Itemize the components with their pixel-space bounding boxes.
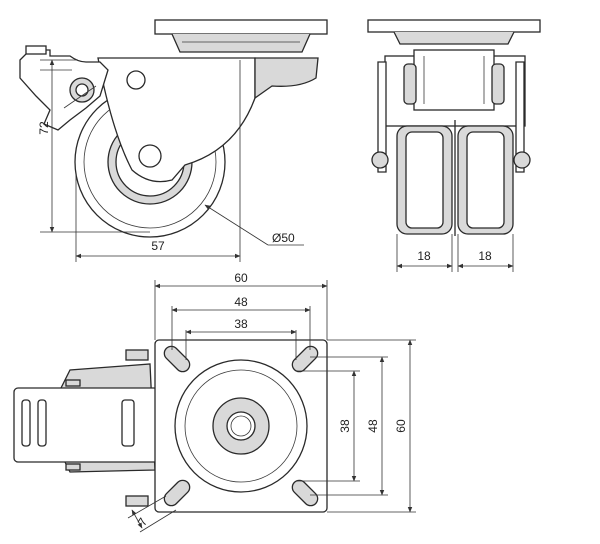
dim-label-hole-spacing-38-vertical: 38: [338, 419, 352, 433]
side-view: 72 57 Ø50: [19, 19, 328, 262]
top-view-hole-top-right: [291, 345, 319, 373]
top-view-hole-bottom-left: [163, 479, 191, 507]
top-view: 60 48 38 60 48 38 7: [13, 271, 416, 533]
dim-label-hole-spacing-48: 48: [234, 295, 248, 309]
front-view-top-plate: [367, 19, 541, 33]
dim-label-wheel-diameter: Ø50: [272, 231, 295, 245]
side-view-swivel-head: [171, 33, 311, 53]
side-view-axle: [138, 144, 162, 168]
front-view-left-knuckle: [403, 63, 417, 105]
dim-label-hole-spacing-48-vertical: 48: [366, 419, 380, 433]
top-view-brake-pedal: [13, 387, 159, 463]
dim-label-plate-width-60: 60: [234, 271, 248, 285]
top-view-hole-bottom-right: [291, 479, 319, 507]
dim-label-wheel-width-right: 18: [478, 249, 492, 263]
dim-label-slot-width-7: 7: [135, 515, 151, 528]
dim-label-wheel-width-left: 18: [417, 249, 431, 263]
dim-label-height-72: 72: [37, 121, 51, 135]
top-view-hole-top-left: [163, 345, 191, 373]
dim-label-hole-spacing-38: 38: [234, 317, 248, 331]
side-view-top-plate: [154, 19, 328, 35]
side-view-fork-top: [254, 57, 319, 100]
front-view: 18 18: [367, 19, 541, 272]
dim-label-plate-height-60: 60: [394, 419, 408, 433]
front-view-right-knuckle: [491, 63, 505, 105]
dim-label-length-57: 57: [151, 239, 165, 253]
side-view-kingpin: [126, 70, 146, 90]
